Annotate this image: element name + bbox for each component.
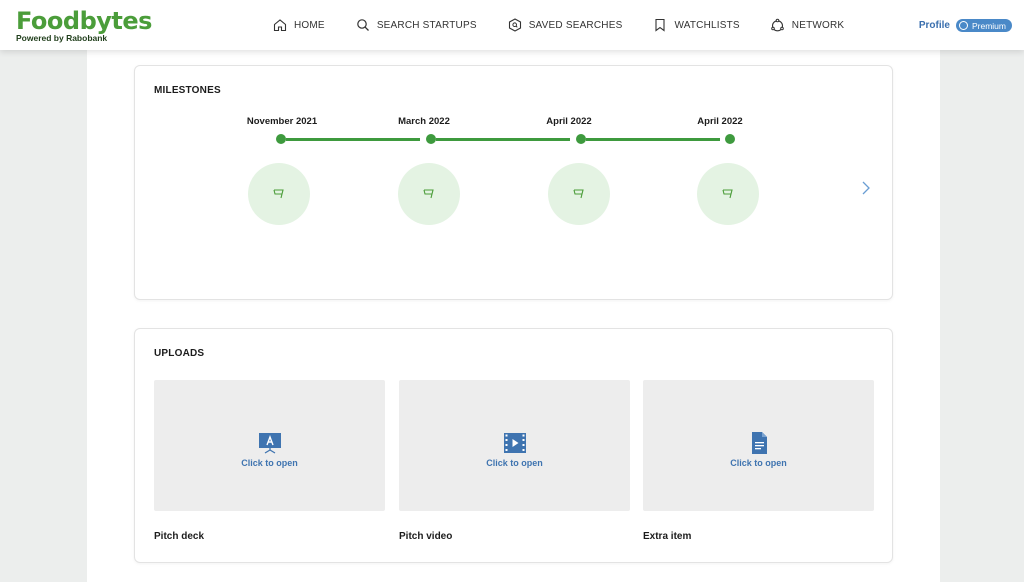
timeline-segment [286, 138, 420, 141]
pitch-video-name: Pitch video [399, 531, 453, 542]
flag-icon [273, 189, 284, 199]
uploads-title: UPLOADS [154, 348, 205, 359]
milestone-item[interactable] [248, 163, 310, 225]
milestones-next-button[interactable] [859, 178, 873, 198]
nav-watchlists-label: WATCHLISTS [674, 19, 740, 31]
profile-area: Profile Premium [919, 19, 1012, 32]
nav-saved-searches-label: SAVED SEARCHES [528, 19, 623, 31]
milestones-title: MILESTONES [154, 85, 221, 96]
timeline-dot [725, 134, 735, 144]
timeline-dot [576, 134, 586, 144]
pitch-deck-name: Pitch deck [154, 531, 205, 542]
brand-tagline: Powered by Rabobank [16, 33, 108, 43]
main-nav: HOME SEARCH STARTUPS SAVED SEARCHES WATC… [272, 0, 874, 50]
nav-search-startups[interactable]: SEARCH STARTUPS [355, 17, 477, 33]
timeline-segment [436, 138, 570, 141]
timeline-segment [586, 138, 720, 141]
extra-item-open-link[interactable]: Click to open [730, 457, 787, 468]
premium-badge: Premium [955, 19, 1012, 32]
flag-icon [423, 189, 434, 199]
bookmark-icon [652, 17, 668, 33]
pitch-deck-open-link[interactable]: Click to open [241, 457, 298, 468]
document-icon [751, 431, 767, 454]
nav-network-label: NETWORK [791, 19, 845, 31]
network-icon [770, 17, 786, 33]
uploads-card: UPLOADS Click to open Click to open Clic… [134, 328, 893, 563]
extra-item-name: Extra item [643, 531, 692, 542]
nav-saved-searches[interactable]: SAVED SEARCHES [507, 17, 623, 33]
profile-link[interactable]: Profile [918, 20, 950, 31]
chevron-right-icon [862, 181, 870, 195]
nav-home[interactable]: HOME [272, 17, 325, 33]
milestone-date: April 2022 [697, 116, 743, 127]
video-icon [503, 432, 526, 453]
extra-item-tile[interactable]: Click to open [643, 380, 874, 511]
premium-badge-label: Premium [971, 20, 1006, 31]
brand-name: Foodbytes [16, 7, 152, 35]
brand-logo[interactable]: Foodbytes Powered by Rabobank [16, 8, 152, 43]
nav-search-startups-label: SEARCH STARTUPS [376, 19, 477, 31]
timeline-dot [426, 134, 436, 144]
premium-icon [958, 21, 968, 30]
home-icon [272, 17, 288, 33]
milestone-item[interactable] [398, 163, 460, 225]
nav-home-label: HOME [294, 19, 325, 31]
flag-icon [573, 189, 584, 199]
timeline-dot [276, 134, 286, 144]
saved-search-icon [507, 17, 523, 33]
pitch-video-tile[interactable]: Click to open [399, 380, 630, 511]
milestone-date: March 2022 [398, 116, 450, 127]
nav-watchlists[interactable]: WATCHLISTS [652, 17, 740, 33]
top-header: Foodbytes Powered by Rabobank HOME SEARC… [0, 0, 1024, 50]
presentation-icon [258, 432, 281, 454]
search-icon [355, 17, 371, 33]
milestones-card: MILESTONES November 2021 March 2022 Apri… [134, 65, 893, 300]
milestone-item[interactable] [697, 163, 759, 225]
milestone-item[interactable] [548, 163, 610, 225]
nav-network[interactable]: NETWORK [770, 17, 845, 33]
milestone-date: April 2022 [546, 116, 592, 127]
pitch-video-open-link[interactable]: Click to open [486, 457, 543, 468]
flag-icon [722, 189, 733, 199]
milestone-date: November 2021 [246, 116, 318, 127]
pitch-deck-tile[interactable]: Click to open [154, 380, 385, 511]
